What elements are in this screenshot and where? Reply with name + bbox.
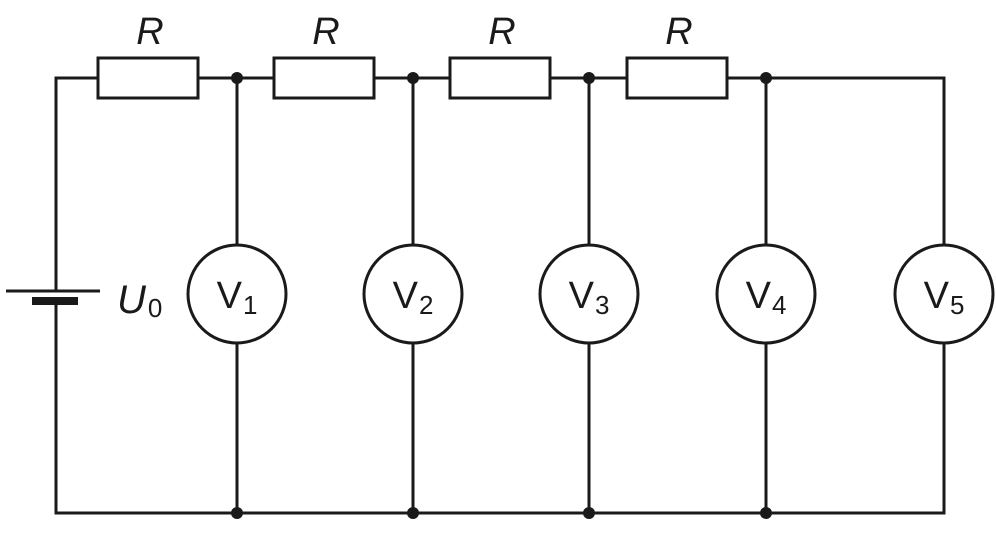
resistor-4-label: R xyxy=(665,11,692,53)
voltmeter-3: V3 xyxy=(538,243,640,345)
resistor-2: R xyxy=(272,11,376,100)
voltmeter-4-circle xyxy=(715,243,817,345)
voltmeter-2: V2 xyxy=(362,243,464,345)
resistor-1-label: R xyxy=(136,11,163,53)
voltmeter-4-label: V4 xyxy=(746,275,787,320)
resistor-3-label: R xyxy=(488,11,515,53)
voltmeter-2-circle xyxy=(362,243,464,345)
junction-top-1 xyxy=(231,72,243,84)
junction-top-2 xyxy=(407,72,419,84)
junction-bottom-1 xyxy=(231,507,243,519)
voltmeter-5-circle xyxy=(893,243,995,345)
resistor-2-label: R xyxy=(312,11,339,53)
resistor-1: R xyxy=(96,11,200,100)
voltmeter-5-label: V5 xyxy=(924,275,965,320)
voltmeter-1-label: V1 xyxy=(217,275,258,320)
voltmeter-2-label: V2 xyxy=(393,275,434,320)
voltmeter-5: V5 xyxy=(893,243,995,345)
resistor-4: R xyxy=(625,11,729,100)
junction-top-4 xyxy=(760,72,772,84)
voltmeter-4: V4 xyxy=(715,243,817,345)
junction-bottom-4 xyxy=(760,507,772,519)
resistor-3-body xyxy=(448,56,552,100)
resistor-2-body xyxy=(272,56,376,100)
resistor-3: R xyxy=(448,11,552,100)
junction-bottom-2 xyxy=(407,507,419,519)
junction-top-3 xyxy=(583,72,595,84)
voltmeter-1: V1 xyxy=(186,243,288,345)
voltmeter-3-circle xyxy=(538,243,640,345)
voltmeter-3-label: V3 xyxy=(569,275,610,320)
battery-symbol xyxy=(6,289,100,305)
resistor-4-body xyxy=(625,56,729,100)
source-label: U0 xyxy=(117,278,162,323)
voltmeter-1-circle xyxy=(186,243,288,345)
resistor-1-body xyxy=(96,56,200,100)
junction-bottom-3 xyxy=(583,507,595,519)
junction-nodes xyxy=(231,72,772,519)
wires xyxy=(54,76,946,515)
